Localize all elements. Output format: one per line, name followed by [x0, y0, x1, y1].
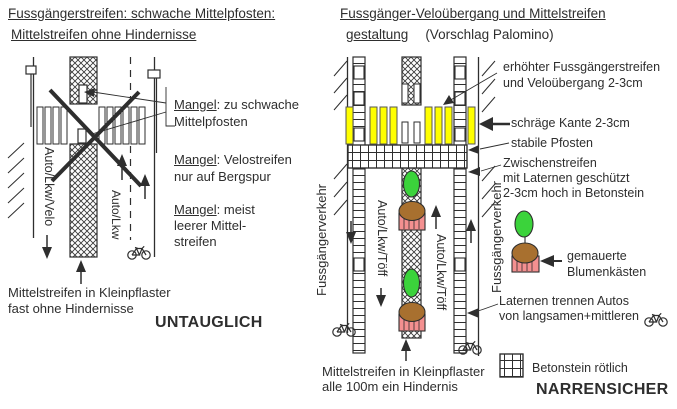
- right-street-diagram: [332, 56, 668, 378]
- lane-arrow-down: [42, 235, 52, 259]
- left-caption-line2: fast ohne Hindernisse: [8, 301, 134, 316]
- median-planter-1: [398, 200, 426, 231]
- left-verdict: UNTAUGLICH: [155, 314, 263, 331]
- sidewalk-hatching-right-panel-right: [481, 60, 496, 218]
- defect-rest: : meist: [216, 202, 255, 217]
- title-underlined-word: gestaltung: [346, 27, 409, 42]
- annotation-line: erhöhter Fussgängerstreifen: [503, 60, 661, 74]
- left-panel-title-line1: Fussgängerstreifen: schwache Mittelpfost…: [8, 6, 276, 21]
- bicycle-icon: [127, 245, 151, 260]
- left-panel-title-line2: Mittelstreifen ohne Hindernisse: [11, 27, 197, 42]
- car-lane-left-arrow-down: [376, 288, 386, 307]
- brick-band-crossing: [347, 144, 468, 169]
- zebra-stripes-left: [36, 106, 68, 145]
- sidewalk-hatching-left: [7, 142, 25, 219]
- left-signal-pole-left: [25, 65, 37, 127]
- defect-term: Mangel: [174, 97, 217, 112]
- lane-label-right-downhill: Auto/Lkw/Töff: [375, 200, 389, 277]
- car-lane-right-arrow-up: [431, 205, 441, 229]
- bicycle-icon: [332, 322, 356, 337]
- left-caption-line1: Mittelstreifen in Kleinpflaster: [8, 285, 171, 300]
- defect-callout-lines: [84, 87, 175, 135]
- right-panel-title-line1: Fussgänger-Veloübergang und Mittelstreif…: [340, 6, 606, 21]
- defect-line3: streifen: [174, 234, 217, 249]
- annotation-line: von langsamen+mittleren: [499, 309, 640, 323]
- annotation-stable-posts: stabile Pfosten: [511, 136, 593, 150]
- yellow-crossing-stripes: [345, 106, 476, 145]
- annotation-line: mit Laternen geschützt: [503, 171, 630, 185]
- stable-posts-median: [401, 83, 421, 144]
- weak-middle-post-bottom: [77, 128, 87, 144]
- annotation-line: Laternen trennen Autos: [499, 294, 629, 308]
- lane-arrow-up-1: [117, 154, 127, 180]
- bicycle-icon: [644, 312, 668, 327]
- annotation-line: gemauerte: [567, 249, 627, 263]
- lane-arrow-up-2: [140, 174, 150, 199]
- left-signal-pole-right: [147, 69, 161, 153]
- annotation-line: und Veloübergang 2-3cm: [503, 76, 643, 90]
- defect-line2: Mittelpfosten: [174, 114, 248, 129]
- right-caption: Mittelstreifen in Kleinpflaster alle 100…: [322, 364, 485, 394]
- defect-term: Mangel: [174, 202, 217, 217]
- weak-middle-post-top: [78, 84, 88, 104]
- lane-label-left-uphill: Auto/Lkw: [109, 190, 123, 240]
- annotation-between-strip: Zwischenstreifen mit Laternen geschützt …: [503, 156, 644, 201]
- left-caption: Mittelstreifen in Kleinpflaster fast ohn…: [8, 285, 171, 317]
- defect-rest: : Velostreifen: [216, 152, 292, 167]
- defect-line2: leerer Mittel-: [174, 218, 247, 233]
- sidewalk-hatching-right-panel-left: [333, 60, 348, 216]
- defect-label-2: Mangel: Velostreifen nur auf Bergspur: [174, 151, 292, 185]
- annotation-flower-boxes: gemauerte Blumenkästen: [567, 248, 646, 280]
- legend-planter: [511, 210, 540, 273]
- planter-callout-arrow: [540, 255, 562, 267]
- grid-square-icon: [499, 353, 524, 378]
- outer-lane-arrow-up: [466, 219, 476, 243]
- sidewalk-label-right: Fussgängerverkehr: [489, 181, 504, 293]
- median-planter-2: [398, 301, 426, 332]
- annotation-sloped-edge: schräge Kante 2-3cm: [511, 116, 630, 130]
- annotation-raised-crossing: erhöhter Fussgängerstreifen und Veloüber…: [503, 59, 660, 91]
- annotation-line: Zwischenstreifen: [503, 156, 597, 170]
- lane-label-left-downhill: Auto/Lkw/Velo: [42, 147, 56, 227]
- annotation-leader-lines: [443, 72, 510, 318]
- median-tree-1: [402, 170, 421, 198]
- median-pointer-arrow-up: [76, 260, 86, 284]
- right-verdict: NARRENSICHER: [536, 381, 669, 398]
- left-street-diagram: [7, 56, 175, 284]
- median-tree-2: [402, 268, 421, 298]
- right-caption-line2: alle 100m ein Hindernis: [322, 379, 458, 394]
- defect-label-1: Mangel: zu schwache Mittelpfosten: [174, 96, 299, 130]
- defect-rest: : zu schwache: [216, 97, 300, 112]
- annotation-lanterns: Laternen trennen Autos von langsamen+mit…: [499, 294, 639, 324]
- right-caption-line1: Mittelstreifen in Kleinpflaster: [322, 364, 485, 379]
- median-bottom-pointer-arrow: [401, 339, 411, 361]
- title-proposal-note: (Vorschlag Palomino): [425, 27, 554, 42]
- median-bottom-crosshatch: [69, 143, 98, 258]
- outer-lane-arrow-down: [346, 221, 356, 244]
- rejection-cross-x: [48, 88, 143, 188]
- legend-concrete-label: Betonstein rötlich: [532, 361, 628, 375]
- annotation-line: Blumenkästen: [567, 265, 647, 279]
- defect-term: Mangel: [174, 152, 217, 167]
- annotation-line: 2-3cm hoch in Betonstein: [503, 186, 645, 200]
- zebra-stripes-right: [98, 106, 146, 145]
- lane-label-right-uphill: Auto/Lkw/Töff: [434, 234, 448, 311]
- defect-line2: nur auf Bergspur: [174, 169, 271, 184]
- right-panel-title-line2: gestaltung (Vorschlag Palomino): [346, 27, 554, 43]
- defect-label-3: Mangel: meist leerer Mittel- streifen: [174, 202, 255, 250]
- sidewalk-label-left: Fussgängerverkehr: [314, 184, 329, 296]
